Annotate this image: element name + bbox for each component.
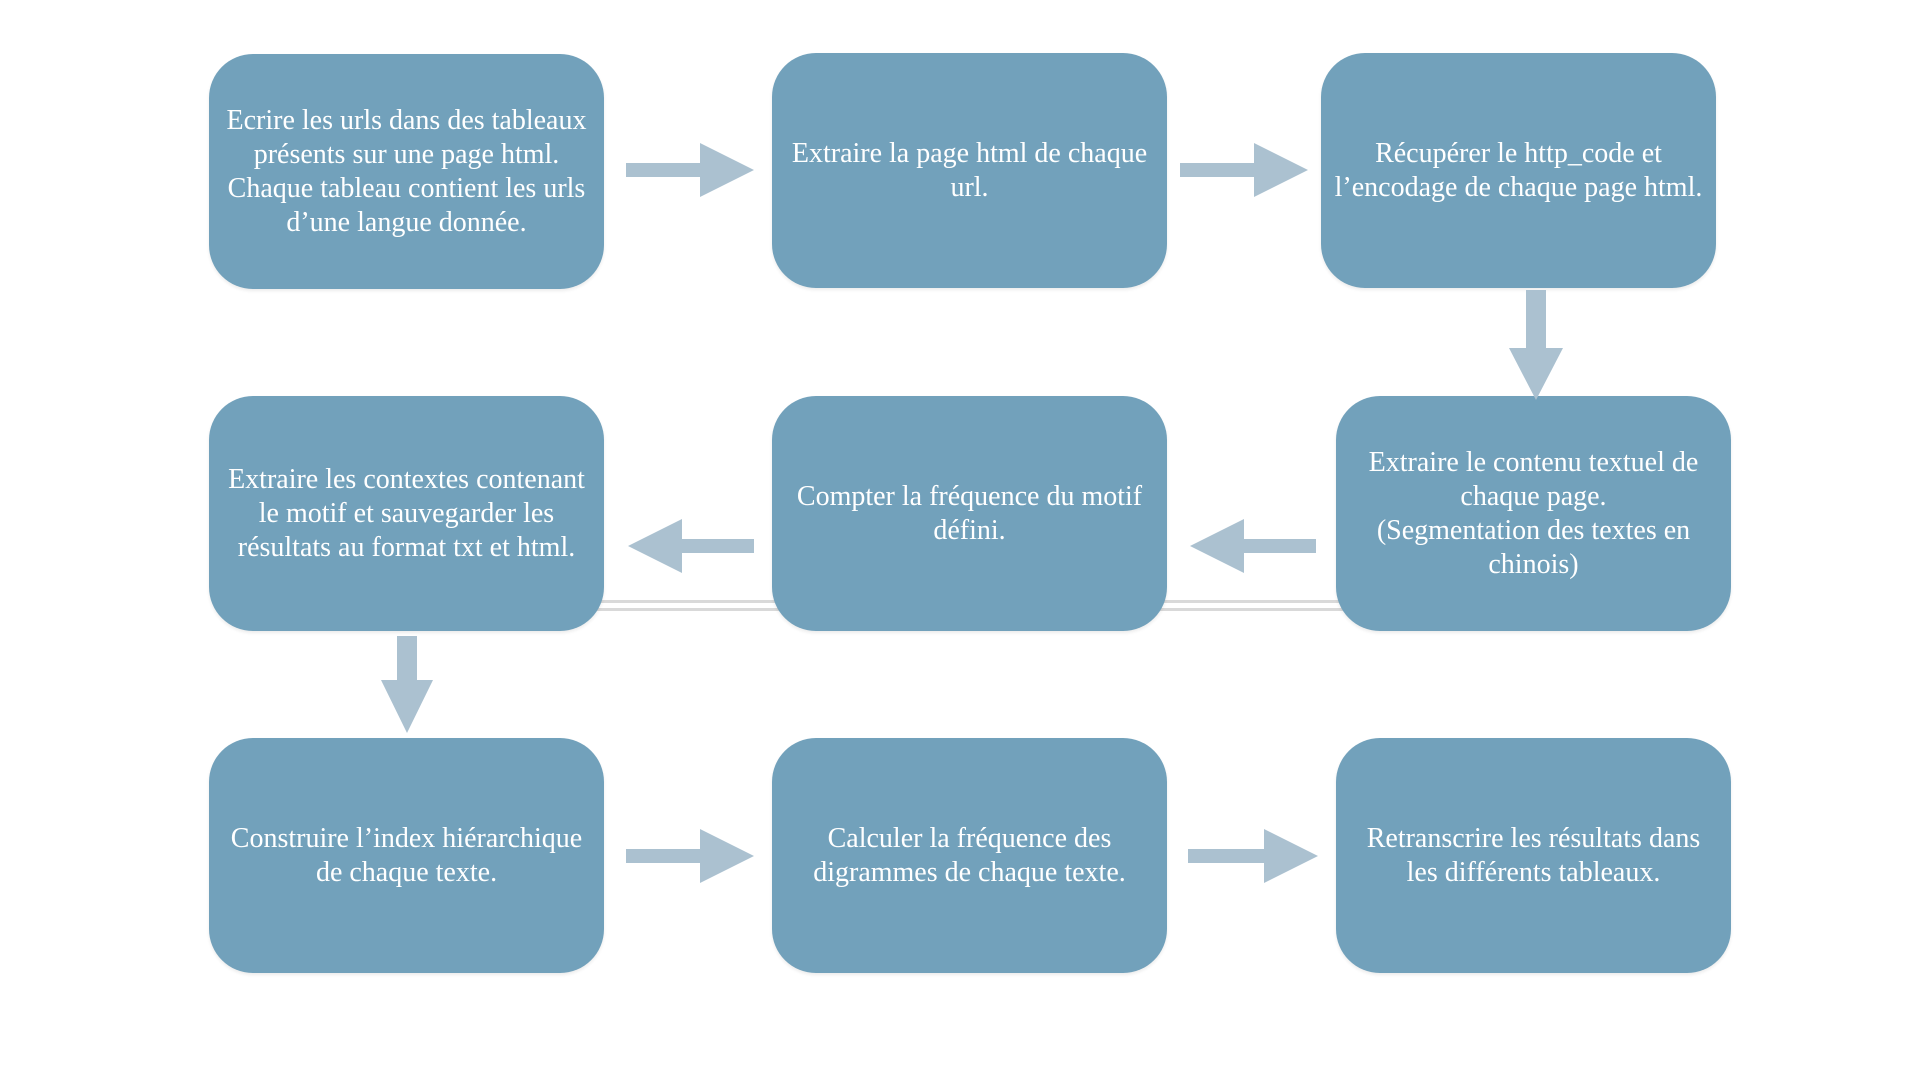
step-label-5: Compter la fréquence du motif défini. — [796, 480, 1143, 546]
step-box-7: Construire l’index hiérarchique de chaqu… — [209, 738, 604, 973]
arrow-right-icon — [626, 829, 754, 883]
arrow-right-icon — [1188, 829, 1318, 883]
step-box-4: Extraire le contenu textuel de chaque pa… — [1336, 396, 1731, 631]
step-label-1: Ecrire les urls dans des tableaux présen… — [226, 104, 587, 238]
step-label-9: Retranscrire les résultats dans les diff… — [1366, 822, 1701, 888]
step-label-8: Calculer la fréquence des digrammes de c… — [813, 822, 1126, 888]
arrow-right-icon — [626, 143, 754, 197]
step-label-7: Construire l’index hiérarchique de chaqu… — [230, 822, 583, 888]
step-label-2: Extraire la page html de chaque url. — [791, 137, 1148, 203]
step-box-2: Extraire la page html de chaque url. — [772, 53, 1167, 288]
step-box-8: Calculer la fréquence des digrammes de c… — [772, 738, 1167, 973]
arrow-down-icon — [381, 636, 433, 733]
step-box-5: Compter la fréquence du motif défini. — [772, 396, 1167, 631]
step-box-9: Retranscrire les résultats dans les diff… — [1336, 738, 1731, 973]
arrow-left-icon — [1190, 519, 1316, 573]
arrow-left-icon — [628, 519, 754, 573]
step-label-4: Extraire le contenu textuel de chaque pa… — [1368, 446, 1699, 580]
step-label-3: Récupérer le http_code et l’encodage de … — [1334, 137, 1703, 203]
arrow-down-icon — [1509, 290, 1563, 400]
step-label-6: Extraire les contextes contenant le moti… — [228, 463, 585, 563]
step-box-1: Ecrire les urls dans des tableaux présen… — [209, 54, 604, 289]
step-box-6: Extraire les contextes contenant le moti… — [209, 396, 604, 631]
arrow-right-icon — [1180, 143, 1308, 197]
step-box-3: Récupérer le http_code et l’encodage de … — [1321, 53, 1716, 288]
